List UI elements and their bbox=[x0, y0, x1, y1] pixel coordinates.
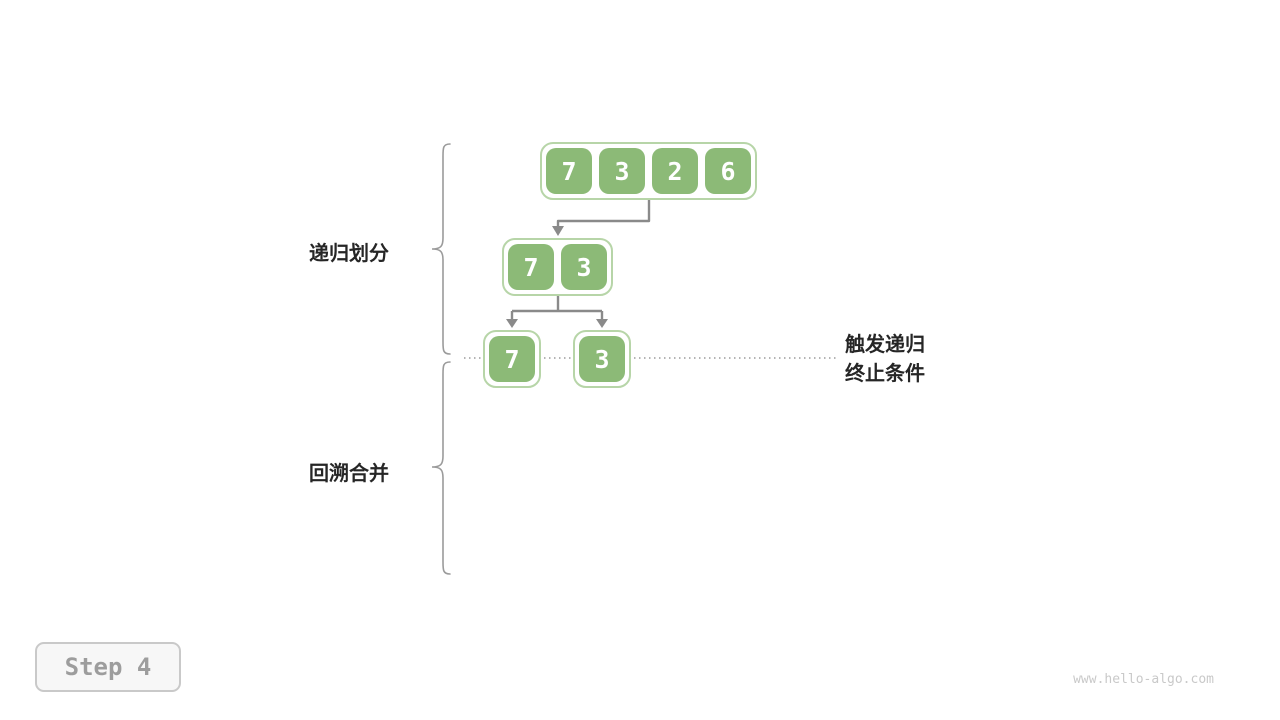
label-termination-line1: 触发递归 bbox=[845, 334, 925, 356]
array-cell: 7 bbox=[489, 336, 535, 382]
label-recursive-divide: 递归划分 bbox=[309, 243, 389, 265]
array-cell: 3 bbox=[579, 336, 625, 382]
array-cell: 2 bbox=[652, 148, 698, 194]
array-level3-left: 7 bbox=[483, 330, 541, 388]
array-cell: 7 bbox=[546, 148, 592, 194]
array-cell: 6 bbox=[705, 148, 751, 194]
brace-merge-phase bbox=[431, 361, 451, 575]
arrow-level2-split bbox=[506, 296, 608, 328]
array-level2: 7 3 bbox=[502, 238, 613, 296]
label-backtrack-merge: 回溯合并 bbox=[309, 463, 389, 485]
watermark-text: www.hello-algo.com bbox=[1073, 672, 1214, 687]
step-badge: Step 4 bbox=[35, 642, 181, 692]
array-cell: 7 bbox=[508, 244, 554, 290]
array-level1: 7 3 2 6 bbox=[540, 142, 757, 200]
array-cell: 3 bbox=[561, 244, 607, 290]
label-termination-line2: 终止条件 bbox=[845, 363, 925, 385]
array-level3-right: 3 bbox=[573, 330, 631, 388]
label-termination-condition: 触发递归 终止条件 bbox=[845, 331, 925, 389]
brace-divide-phase bbox=[431, 143, 451, 355]
arrow-level1-to-level2 bbox=[552, 200, 651, 236]
array-cell: 3 bbox=[599, 148, 645, 194]
